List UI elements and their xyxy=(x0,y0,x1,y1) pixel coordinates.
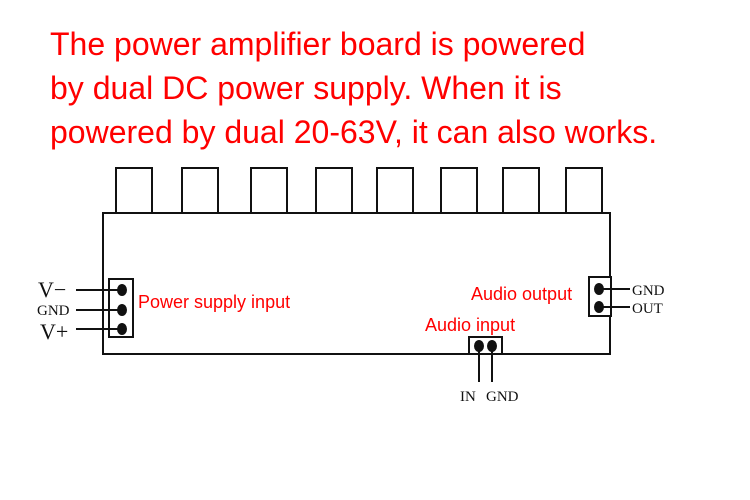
power-supply-connector: V− GND V+ Power supply input xyxy=(37,277,290,344)
pin-label-gnd: GND xyxy=(37,303,70,319)
pin-label-out: OUT xyxy=(632,301,663,317)
transistor-tab xyxy=(502,167,540,214)
transistor-tabs xyxy=(115,167,603,214)
heading-line-3: powered by dual 20-63V, it can also work… xyxy=(50,114,658,150)
transistor-tab xyxy=(181,167,219,214)
power-pin xyxy=(117,304,127,316)
pin-label-in: IN xyxy=(460,389,476,405)
audio-input-label: Audio input xyxy=(425,315,515,335)
power-supply-input-label: Power supply input xyxy=(138,292,290,312)
input-pin xyxy=(487,340,497,352)
pin-label-v-plus: V+ xyxy=(40,319,68,344)
pin-label-input-gnd: GND xyxy=(486,389,519,405)
pin-label-v-minus: V− xyxy=(38,277,66,302)
audio-output-connector: GND OUT Audio output xyxy=(471,276,665,317)
transistor-tab xyxy=(440,167,478,214)
audio-output-label: Audio output xyxy=(471,284,572,304)
power-pin xyxy=(117,284,127,296)
input-pin xyxy=(474,340,484,352)
heading-line-1: The power amplifier board is powered xyxy=(50,26,586,62)
power-pin xyxy=(117,323,127,335)
heading-line-2: by dual DC power supply. When it is xyxy=(50,70,562,106)
audio-input-connector: IN GND Audio input xyxy=(108,315,609,405)
output-pin xyxy=(594,301,604,313)
transistor-tab xyxy=(115,167,153,214)
transistor-tab xyxy=(376,167,414,214)
description-heading: The power amplifier board is powered by … xyxy=(50,22,657,154)
transistor-tab xyxy=(315,167,353,214)
input-connector-housing xyxy=(468,336,503,355)
transistor-tab xyxy=(565,167,603,214)
output-pin xyxy=(594,283,604,295)
transistor-tab xyxy=(250,167,288,214)
pin-label-output-gnd: GND xyxy=(632,283,665,299)
